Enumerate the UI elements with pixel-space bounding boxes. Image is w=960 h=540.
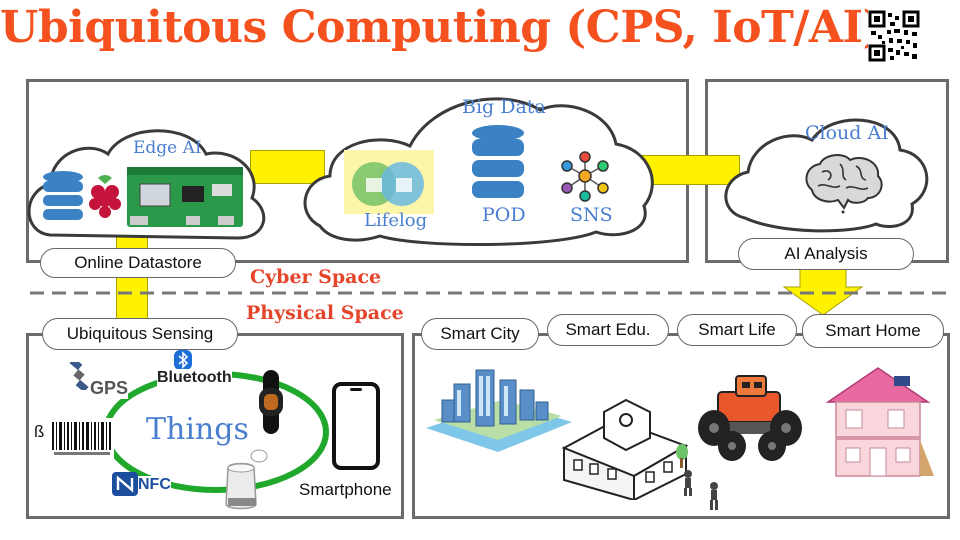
lifelog-label: Lifelog	[364, 210, 428, 231]
link-edge-bigdata	[250, 150, 325, 184]
sns-label: SNS	[570, 204, 613, 226]
link-edge-sensing	[116, 230, 148, 326]
smart-speaker-icon	[225, 449, 268, 510]
network-icon	[561, 151, 609, 202]
pedestrian-icon	[684, 470, 718, 510]
barcode-icon	[50, 418, 114, 458]
smart-home-pill: Smart Home	[802, 314, 944, 348]
smartphone-label: Smartphone	[299, 480, 392, 499]
bluetooth-icon	[174, 350, 192, 370]
city-icon	[426, 369, 572, 452]
nfc-icon	[112, 472, 138, 496]
link-bigdata-cloud	[640, 155, 740, 185]
smartphone-icon	[332, 382, 380, 470]
space-divider	[30, 291, 946, 295]
cyber-space-label: Cyber Space	[250, 266, 382, 288]
pod-database-icon	[472, 125, 524, 198]
ubiquitous-sensing-pill: Ubiquitous Sensing	[42, 318, 238, 350]
things-label: Things	[142, 412, 253, 447]
circuit-board-icon	[127, 167, 243, 227]
database-icon	[43, 171, 83, 220]
physical-space-label: Physical Space	[246, 302, 404, 324]
nfc-label: NFC	[138, 476, 171, 494]
smart-band-icon	[259, 370, 283, 434]
brain-icon	[805, 154, 883, 214]
edge-ai-label: Edge AI	[133, 138, 202, 158]
ai-analysis-pill: AI Analysis	[738, 238, 914, 270]
pod-label: POD	[482, 204, 526, 226]
online-datastore-pill: Online Datastore	[40, 248, 236, 278]
school-icon	[561, 398, 689, 500]
lifelog-diagram-icon	[344, 150, 434, 214]
robot-car-icon	[698, 375, 802, 461]
smart-edu-pill: Smart Edu.	[547, 314, 669, 346]
dollhouse-icon	[825, 367, 934, 477]
page-title: Ubiquitous Computing (CPS, IoT/AI)	[0, 2, 883, 53]
gps-label: GPS	[90, 378, 129, 399]
qr-code-icon	[868, 10, 920, 62]
satellite-icon	[69, 362, 89, 390]
barcode-mark: ß	[34, 422, 45, 441]
big-data-label: Big Data	[462, 96, 546, 118]
raspberry-icon	[89, 175, 121, 218]
cloud-ai-label: Cloud AI	[805, 122, 889, 144]
smart-life-pill: Smart Life	[677, 314, 797, 346]
bluetooth-label: Bluetooth	[157, 369, 232, 387]
smart-city-pill: Smart City	[421, 318, 539, 350]
